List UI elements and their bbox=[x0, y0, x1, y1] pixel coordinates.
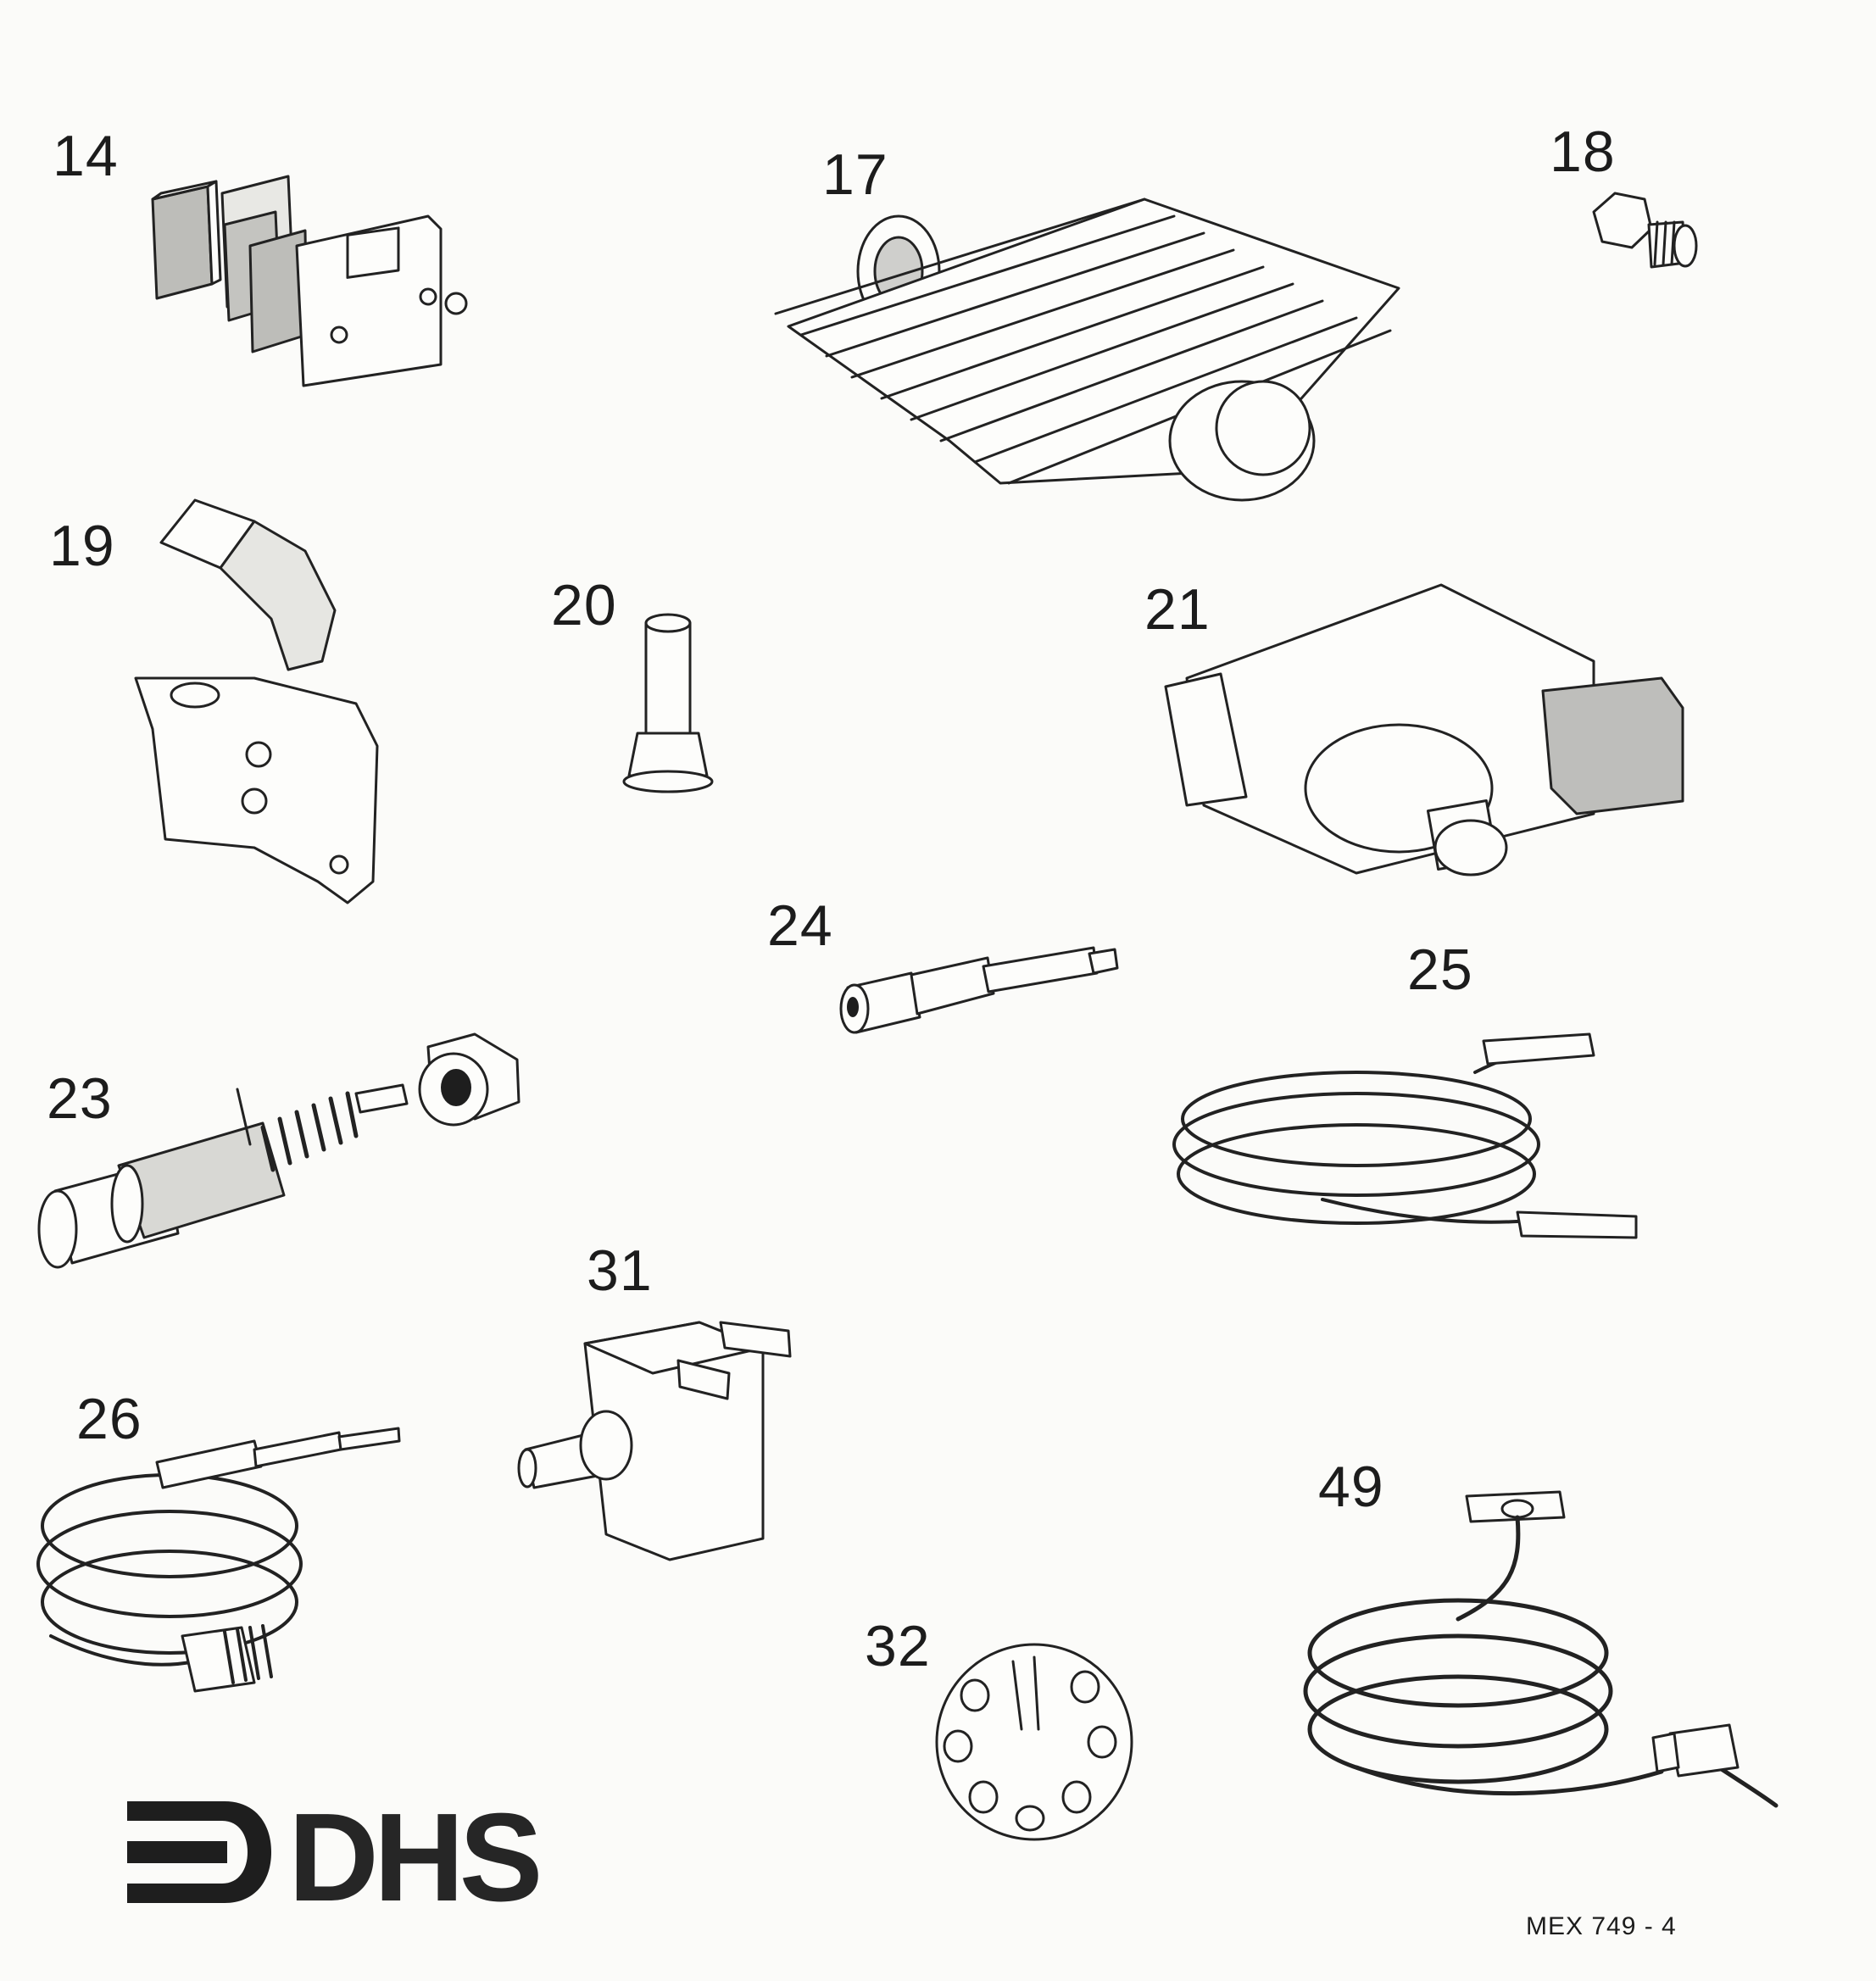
part-number-label: 23 bbox=[47, 1066, 113, 1131]
injector-nut-icon bbox=[1592, 192, 1698, 269]
part-number-label: 31 bbox=[587, 1238, 653, 1303]
part-number-label: 20 bbox=[551, 573, 617, 637]
part-number-label: 26 bbox=[76, 1387, 142, 1451]
thermocouple-icon bbox=[36, 1427, 401, 1693]
part-number-label: 24 bbox=[767, 893, 833, 958]
pilot-bracket-icon bbox=[134, 498, 379, 904]
part-number-label: 49 bbox=[1318, 1455, 1384, 1519]
dhs-logo-mark bbox=[127, 1801, 271, 1903]
sensor-lead-icon bbox=[1303, 1490, 1779, 1808]
burner-gasket-set-icon bbox=[151, 175, 468, 387]
ht-lead-icon bbox=[1172, 1032, 1638, 1239]
piezo-igniter-icon bbox=[37, 1032, 520, 1269]
dhs-logo-text: DHS bbox=[288, 1788, 543, 1928]
part-number-label: 21 bbox=[1144, 577, 1211, 642]
part-number-label: 14 bbox=[53, 124, 119, 188]
injector-sleeve-icon bbox=[622, 613, 714, 793]
document-reference: MEX 749 - 4 bbox=[1526, 1912, 1677, 1940]
part-number-label: 25 bbox=[1407, 938, 1473, 1002]
part-number-label: 19 bbox=[49, 514, 115, 578]
part-number-label: 17 bbox=[822, 142, 888, 207]
burner-assembly-icon bbox=[774, 198, 1400, 502]
part-number-label: 18 bbox=[1550, 120, 1616, 184]
gas-valve-icon bbox=[1164, 583, 1684, 876]
spindle-icon bbox=[839, 946, 1119, 1034]
control-knob-icon bbox=[935, 1643, 1133, 1841]
part-number-label: 32 bbox=[865, 1614, 931, 1678]
thermostat-switch-icon bbox=[517, 1321, 792, 1561]
